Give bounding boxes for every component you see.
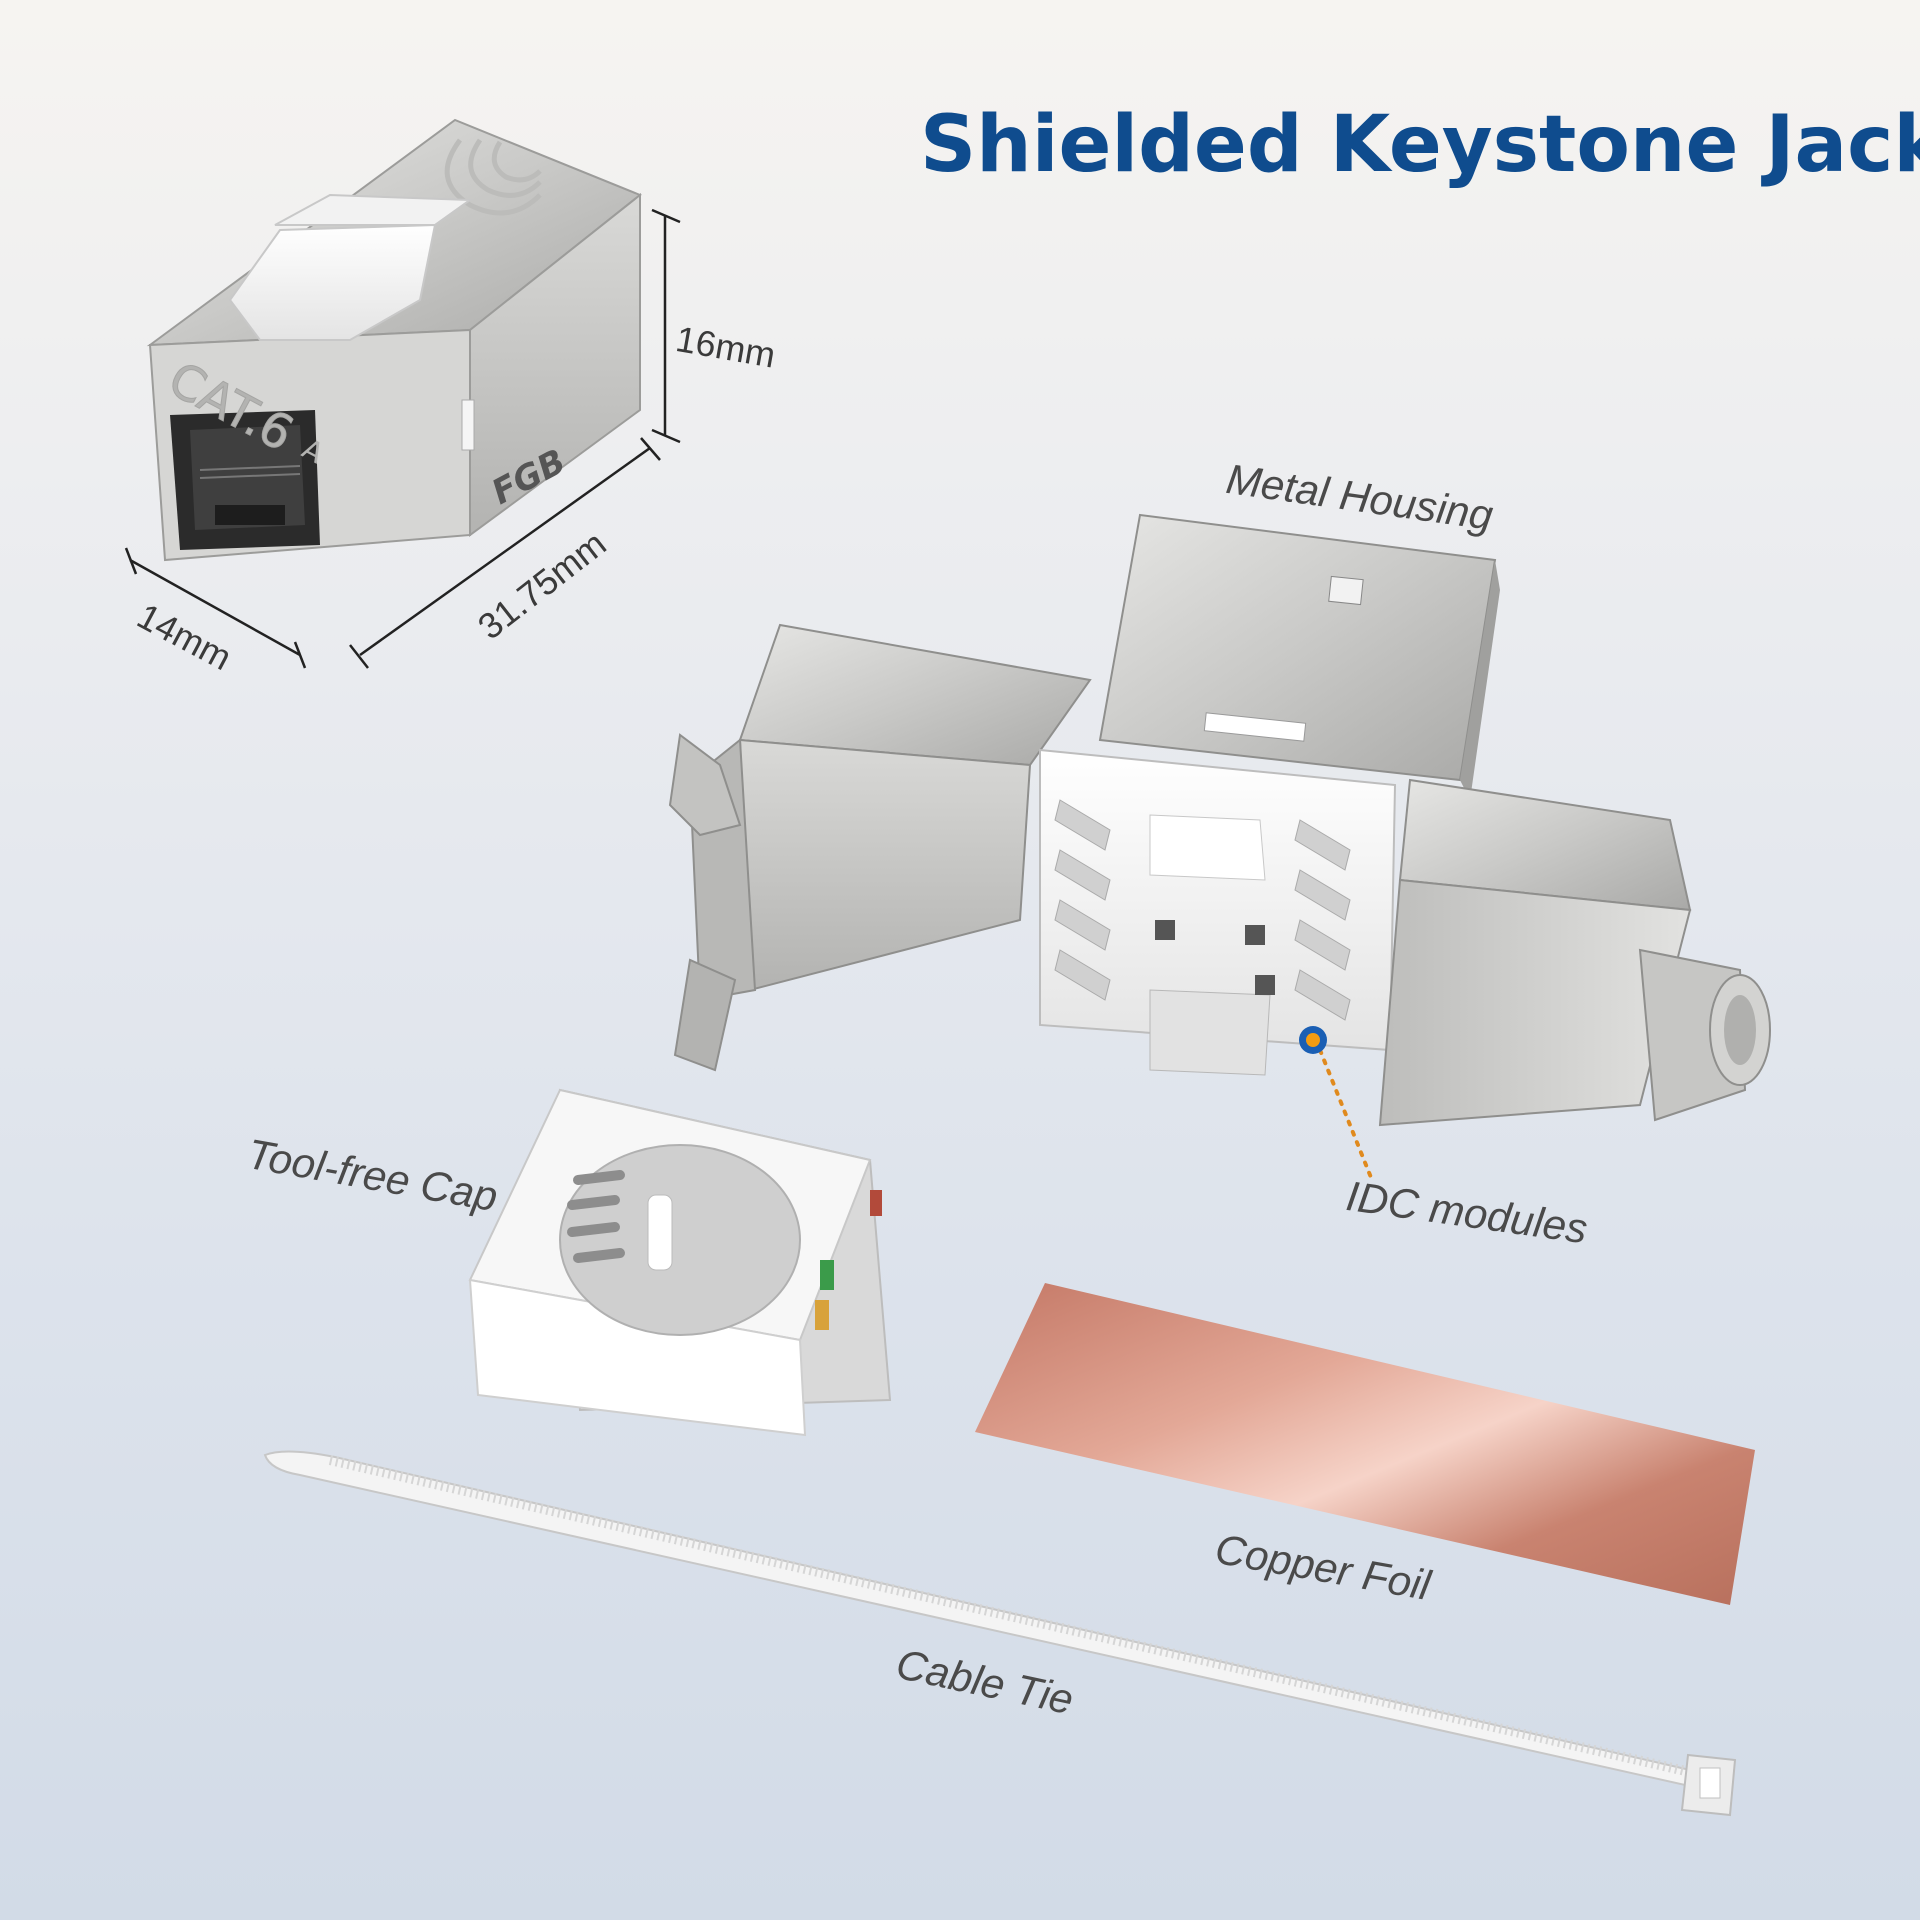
copper-foil-sheet: [975, 1283, 1755, 1605]
idc-contacts: [1054, 799, 1351, 1021]
idc-callout-line: [1314, 1038, 1374, 1182]
cable-tie: [263, 1450, 1737, 1817]
tool-free-cap: [468, 1088, 892, 1437]
brand-logo-mark: [444, 138, 542, 216]
dimension-lines: [124, 208, 681, 669]
metal-housing-assembly: [668, 513, 1771, 1182]
page-title: Shielded Keystone Jack: [920, 100, 1920, 190]
keystone-jack: FGB CAT.6 A: [146, 118, 642, 562]
